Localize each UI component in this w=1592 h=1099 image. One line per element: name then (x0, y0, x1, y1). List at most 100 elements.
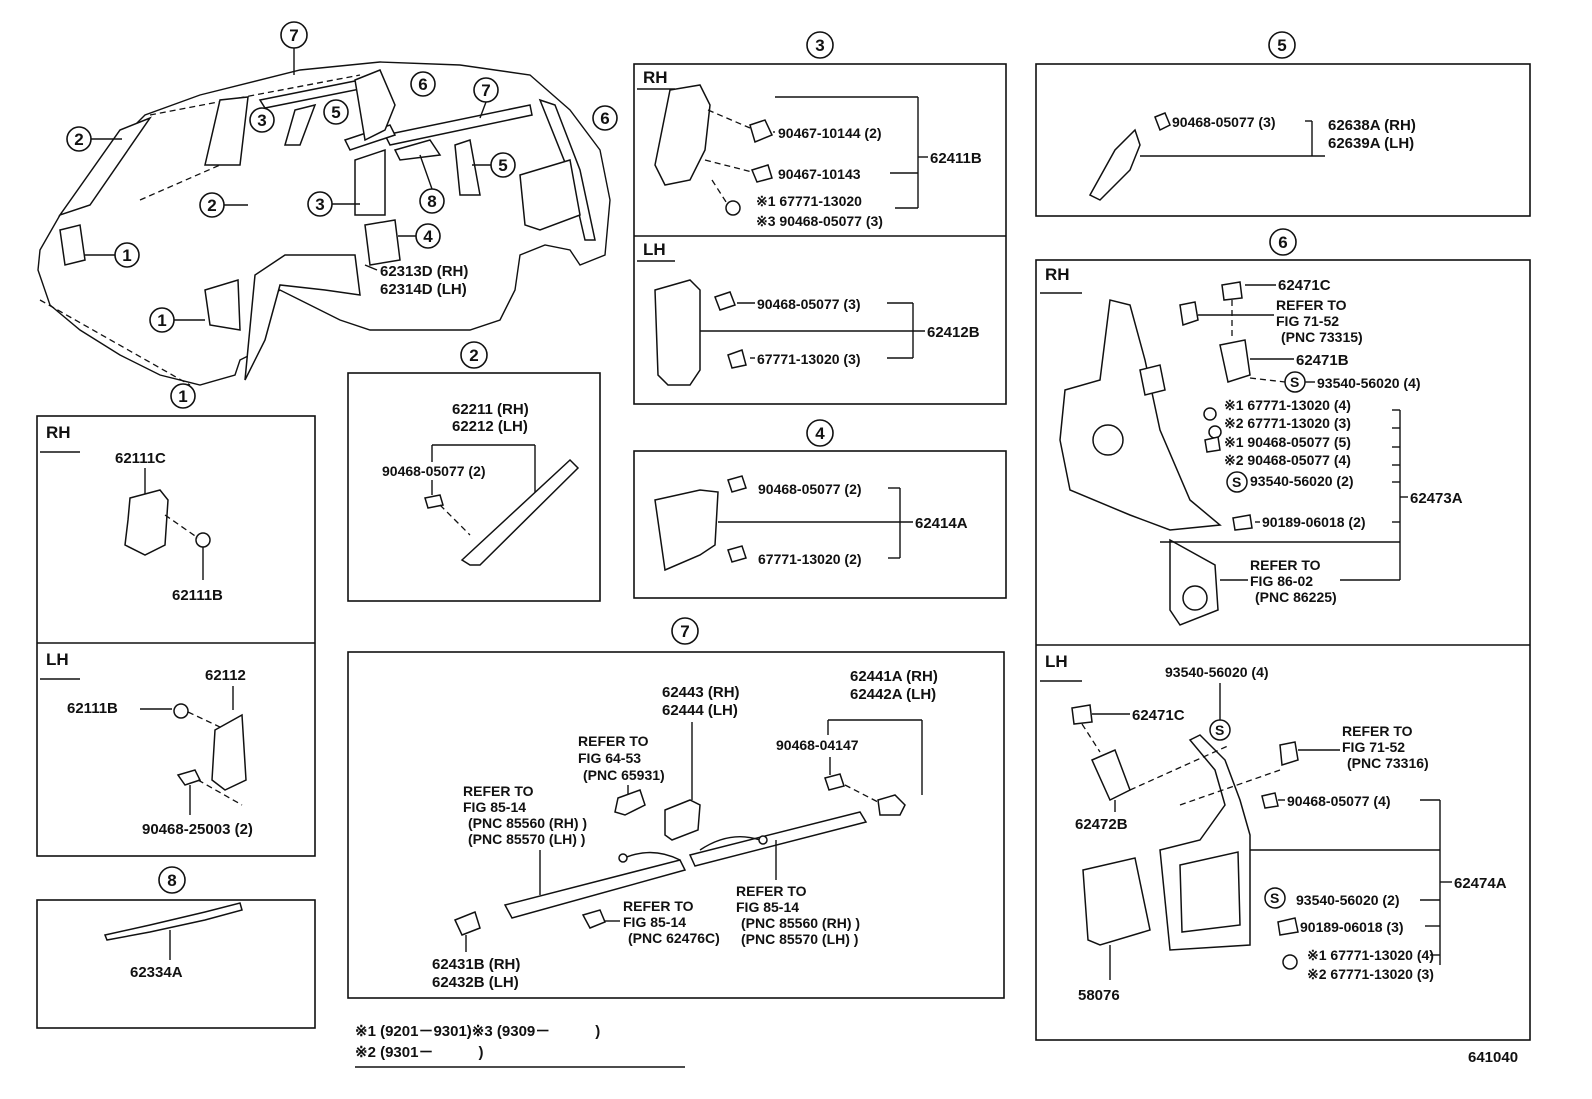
callout-7: 7 (289, 26, 298, 45)
callout-1: 1 (122, 246, 131, 265)
part-62474a: 62474A (1454, 875, 1507, 892)
ref-8514b-l1: REFER TO (623, 898, 694, 914)
part-62411b: 62411B (930, 150, 982, 167)
ref-8514a-l2: FIG 85-14 (463, 799, 526, 815)
panel6-rh-label: RH (1045, 265, 1070, 284)
ref-8514c-l2: FIG 85-14 (736, 899, 799, 915)
part-90468-05077-p5: 90468-05077 (3) (1172, 114, 1276, 130)
part-62111c: 62111C (115, 450, 166, 467)
panel-2: 2 62211 (RH) 62212 (LH) 90468-05077 (2) (347, 341, 601, 602)
part-93540-56020-rh2: 93540-56020 (2) (1250, 473, 1354, 489)
part-62211: 62211 (RH) (452, 401, 529, 418)
callout-6b: 6 (600, 109, 609, 128)
part-90189-06018-lh3: 90189-06018 (3) (1300, 919, 1404, 935)
panel3-lh-label: LH (643, 240, 666, 259)
callout-1c: 1 (178, 387, 187, 406)
callout-3: 3 (257, 111, 266, 130)
ref-6453-l2: FIG 64-53 (578, 750, 641, 766)
panel6-lh-label: LH (1045, 652, 1068, 671)
part-67771-13020-p3lh: 67771-13020 (3) (757, 351, 861, 367)
ref-8514a-l4: (PNC 85570 (LH) ) (468, 831, 585, 847)
part-62444: 62444 (LH) (662, 702, 738, 719)
svg-text:S: S (1290, 374, 1299, 390)
callout-2: 2 (74, 130, 83, 149)
part-62638a: 62638A (RH) (1328, 117, 1416, 134)
overview-label-lh: 62314D (LH) (380, 281, 467, 298)
ref-7152-lh-l2: FIG 71-52 (1342, 739, 1405, 755)
panel-6: 6 RH 62471C REFER TO FIG 71-52 (PNC 7331… (1035, 228, 1531, 1041)
part-93540-56020-lh2: 93540-56020 (2) (1296, 892, 1400, 908)
part-62471c-lh: 62471C (1132, 707, 1185, 724)
part-67771-13020-rh3: ※2 67771-13020 (3) (1224, 415, 1351, 431)
part-67771-13020-rh4: ※1 67771-13020 (4) (1224, 397, 1351, 413)
callout-2b: 2 (207, 196, 216, 215)
part-62442a: 62442A (LH) (850, 686, 936, 703)
part-62443: 62443 (RH) (662, 684, 740, 701)
panel-7: 7 62443 (RH) 62444 (LH) 62441A (RH) 6244… (347, 617, 1005, 999)
part-90468-05077-lh4: 90468-05077 (4) (1287, 793, 1391, 809)
part-62111b-lh: 62111B (67, 700, 118, 717)
ref-6453-l1: REFER TO (578, 733, 649, 749)
ref-8514b-l3: (PNC 62476C) (628, 930, 720, 946)
callout-7-header: 7 (680, 622, 689, 641)
ref-8602-l3: (PNC 86225) (1255, 589, 1337, 605)
ref-7152-rh-l1: REFER TO (1276, 297, 1347, 313)
ref-6453-l3: (PNC 65931) (583, 767, 665, 783)
panel1-lh-label: LH (46, 650, 69, 669)
svg-text:S: S (1232, 474, 1241, 490)
part-62441a: 62441A (RH) (850, 668, 938, 685)
callout-3-header: 3 (815, 36, 824, 55)
part-90468-25003: 90468-25003 (2) (142, 821, 253, 838)
ref-7152-rh-l2: FIG 71-52 (1276, 313, 1339, 329)
callout-6-header: 6 (1278, 233, 1287, 252)
ref-8514a-l1: REFER TO (463, 783, 534, 799)
legend-line2: ※2 (9301－ ) (355, 1044, 483, 1061)
ref-8514b-l2: FIG 85-14 (623, 914, 686, 930)
part-90468-05077-rh4: ※2 90468-05077 (4) (1224, 452, 1351, 468)
part-67771-13020-p3: ※1 67771-13020 (756, 193, 862, 209)
ref-8514c-l1: REFER TO (736, 883, 807, 899)
part-90468-05077-rh5: ※1 90468-05077 (5) (1224, 434, 1351, 450)
part-90467-10144: 90467-10144 (2) (778, 125, 882, 141)
overview-label-rh: 62313D (RH) (380, 263, 468, 280)
part-62471c-rh: 62471C (1278, 277, 1331, 294)
part-62112: 62112 (205, 667, 246, 684)
ref-8602-l1: REFER TO (1250, 557, 1321, 573)
callout-5-header: 5 (1277, 36, 1286, 55)
figure-number: 641040 (1468, 1049, 1518, 1066)
part-90468-05077-p4: 90468-05077 (2) (758, 481, 862, 497)
part-62639a: 62639A (LH) (1328, 135, 1414, 152)
ref-8514a-l3: (PNC 85560 (RH) ) (468, 815, 587, 831)
part-62111b: 62111B (172, 587, 223, 604)
panel-1: RH 62111C 62111B LH 62112 62111B 90468-2… (36, 415, 316, 857)
callout-1b: 1 (157, 311, 166, 330)
part-62432b: 62432B (LH) (432, 974, 519, 991)
part-62431b: 62431B (RH) (432, 956, 520, 973)
part-90468-05077-p3: ※3 90468-05077 (3) (756, 213, 883, 229)
part-62334a: 62334A (130, 964, 183, 981)
legend-line1: ※1 (9201－9301)※3 (9309－ ) (355, 1023, 600, 1040)
part-58076: 58076 (1078, 987, 1120, 1004)
part-62412b: 62412B (927, 324, 980, 341)
vehicle-overview (37, 61, 611, 386)
callout-5: 5 (331, 103, 340, 122)
overview-callouts: 7 3 5 6 2 7 6 2 3 5 8 4 1 1 1 62313D (RH… (66, 21, 618, 409)
part-93540-56020-rh4: 93540-56020 (4) (1317, 375, 1421, 391)
part-67771-13020-p4: 67771-13020 (2) (758, 551, 862, 567)
ref-7152-lh-l1: REFER TO (1342, 723, 1413, 739)
callout-4-header: 4 (815, 424, 825, 443)
svg-text:S: S (1270, 890, 1279, 906)
callout-8: 8 (427, 192, 436, 211)
part-90468-05077-p2: 90468-05077 (2) (382, 463, 486, 479)
callout-6: 6 (418, 75, 427, 94)
part-90468-04147: 90468-04147 (776, 737, 859, 753)
panel-4: 4 90468-05077 (2) 67771-13020 (2) 62414A (633, 419, 1007, 599)
ref-8602-l2: FIG 86-02 (1250, 573, 1313, 589)
part-90467-10143: 90467-10143 (778, 166, 861, 182)
callout-5b: 5 (498, 156, 507, 175)
callout-2-header: 2 (469, 346, 478, 365)
panel-5: 5 90468-05077 (3) 62638A (RH) 62639A (LH… (1035, 31, 1531, 217)
ref-8514c-l4: (PNC 85570 (LH) ) (741, 931, 858, 947)
panel-3: 3 RH 90467-10144 (2) 90467-10143 ※1 6777… (633, 31, 1007, 405)
